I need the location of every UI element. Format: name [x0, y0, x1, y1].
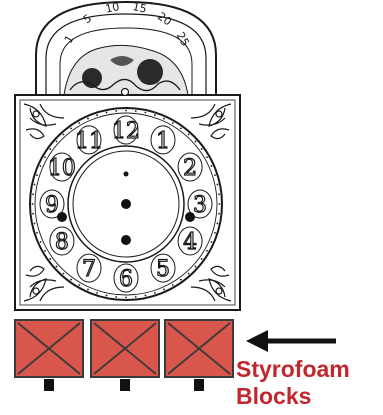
block-left	[15, 320, 83, 391]
hour-numeral-label: 11	[75, 129, 103, 154]
hour-numeral: 2	[178, 153, 202, 181]
label-line-2: Blocks	[236, 383, 350, 410]
label-line-1: Styrofoam	[236, 356, 350, 383]
hour-numeral-label: 1	[156, 129, 170, 154]
hour-numeral-label: 3	[193, 193, 207, 218]
block-right	[165, 320, 233, 391]
styrofoam-blocks	[15, 320, 233, 391]
hour-numeral: 7	[77, 254, 101, 282]
mounting-hole-right	[185, 212, 195, 222]
hour-numeral-label: 8	[55, 230, 69, 255]
hour-numeral-label: 6	[119, 267, 133, 292]
hour-numeral: 12	[112, 116, 140, 144]
hour-numeral-label: 10	[48, 156, 76, 181]
block-foot	[120, 379, 130, 391]
block-foot	[44, 379, 54, 391]
hour-numeral: 8	[50, 227, 74, 255]
hour-numeral: 4	[178, 227, 202, 255]
left-arrow-icon	[246, 330, 336, 352]
hour-numeral: 1	[151, 126, 175, 154]
hour-numeral-label: 9	[45, 193, 59, 218]
hour-numeral-label: 2	[183, 156, 197, 181]
hour-numeral: 6	[114, 264, 138, 292]
hour-numeral-label: 4	[183, 230, 197, 255]
hour-numeral-label: 12	[112, 119, 140, 144]
hand-arbor-hole	[121, 199, 131, 209]
hour-numeral: 11	[75, 126, 103, 154]
block-middle	[91, 320, 159, 391]
mounting-hole-left	[57, 212, 67, 222]
block-foot	[194, 379, 204, 391]
hour-numeral: 10	[48, 153, 76, 181]
hour-numeral-label: 7	[82, 257, 96, 282]
hour-numeral-label: 5	[156, 257, 170, 282]
winding-hole	[121, 235, 131, 245]
hour-numeral: 5	[151, 254, 175, 282]
seconds-hole	[124, 172, 129, 177]
styrofoam-blocks-label: Styrofoam Blocks	[236, 356, 350, 410]
